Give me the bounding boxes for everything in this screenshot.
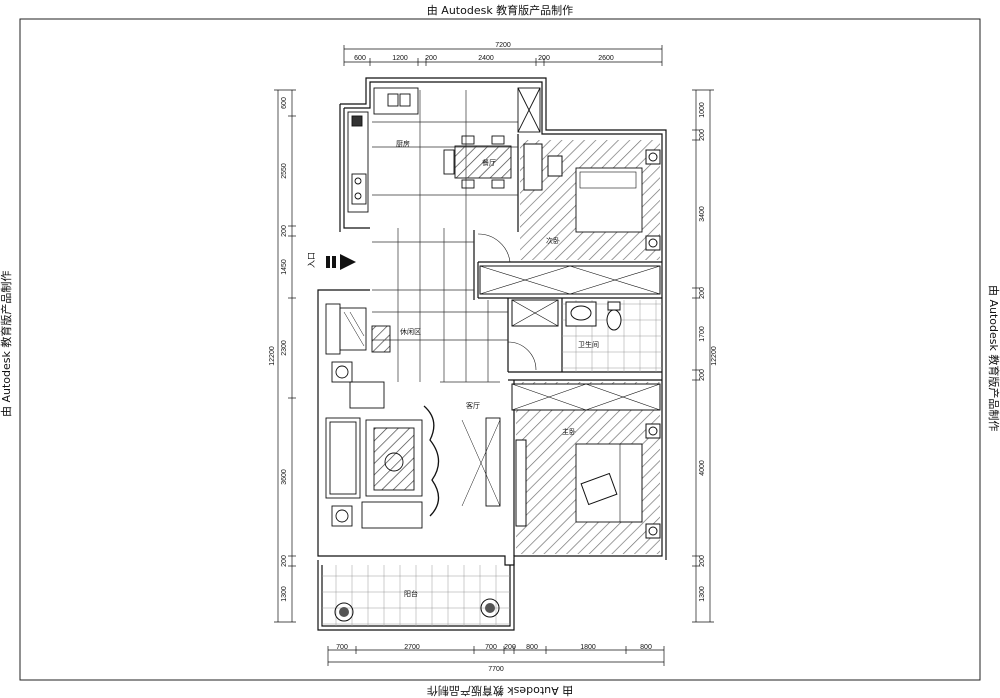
dim-right-seg: 1000	[699, 102, 706, 118]
dim-top-seg: 200	[425, 55, 437, 62]
dim-top-seg: 600	[354, 55, 366, 62]
dim-left-seg: 600	[281, 97, 288, 109]
room-label-living: 客厅	[466, 401, 480, 410]
dim-left-seg: 1300	[281, 586, 288, 602]
dim-left-seg: 3600	[281, 469, 288, 485]
dim-bottom-seg: 1800	[580, 644, 596, 651]
leisure-area	[325, 303, 391, 355]
entrance-label: 入口	[307, 252, 316, 268]
dim-top-seg: 1200	[392, 55, 408, 62]
dim-right-seg: 200	[699, 555, 706, 567]
dim-left-total: 12200	[269, 346, 276, 366]
dim-left-seg: 2550	[281, 163, 288, 179]
dim-right-seg: 1700	[699, 326, 706, 342]
entrance-marker: 入口	[307, 252, 356, 270]
dim-right-seg: 4000	[699, 460, 706, 476]
floor-tiles	[372, 90, 518, 383]
room-label-second-bedroom: 次卧	[546, 236, 560, 245]
drawing-frame	[19, 18, 981, 681]
dim-right-seg: 3400	[699, 206, 706, 222]
kitchen-fixtures	[347, 87, 541, 213]
dim-right-seg: 1300	[699, 586, 706, 602]
dim-bottom-seg: 2700	[404, 644, 420, 651]
dim-right-seg: 200	[699, 369, 706, 381]
dim-bottom-seg: 800	[526, 644, 538, 651]
dim-bottom-seg: 800	[640, 644, 652, 651]
dim-top-seg: 2600	[598, 55, 614, 62]
master-bedroom	[511, 382, 661, 554]
room-label-master-bedroom: 主卧	[562, 427, 576, 436]
dim-left-seg: 1450	[281, 259, 288, 275]
bathroom	[507, 299, 662, 372]
dim-bottom-seg: 700	[336, 644, 348, 651]
dim-right-seg: 200	[699, 287, 706, 299]
living-room	[325, 361, 501, 529]
dim-left-seg: 200	[281, 225, 288, 237]
dim-bottom-seg: 200	[504, 644, 516, 651]
dimension-lines	[274, 45, 714, 666]
dim-top-total: 7200	[495, 42, 511, 49]
walls	[317, 77, 667, 631]
dim-right-seg: 200	[699, 129, 706, 141]
dim-left-seg: 2300	[281, 340, 288, 356]
balcony	[322, 565, 510, 626]
dim-top-seg: 2400	[478, 55, 494, 62]
room-label-dining: 餐厅	[482, 158, 496, 167]
room-label-bathroom: 卫生间	[578, 340, 599, 349]
second-bedroom	[477, 140, 661, 295]
room-label-leisure: 休闲区	[400, 327, 421, 336]
dim-right-total: 12200	[711, 346, 718, 366]
dim-bottom-total: 7700	[488, 666, 504, 673]
room-label-kitchen: 厨房	[396, 139, 410, 148]
watermark-top: 由 Autodesk 教育版产品制作	[426, 4, 574, 17]
dining-table	[443, 135, 512, 189]
room-label-balcony: 阳台	[404, 589, 418, 598]
dim-left-seg: 200	[281, 555, 288, 567]
dim-bottom-seg: 700	[485, 644, 497, 651]
dim-top-seg: 200	[538, 55, 550, 62]
